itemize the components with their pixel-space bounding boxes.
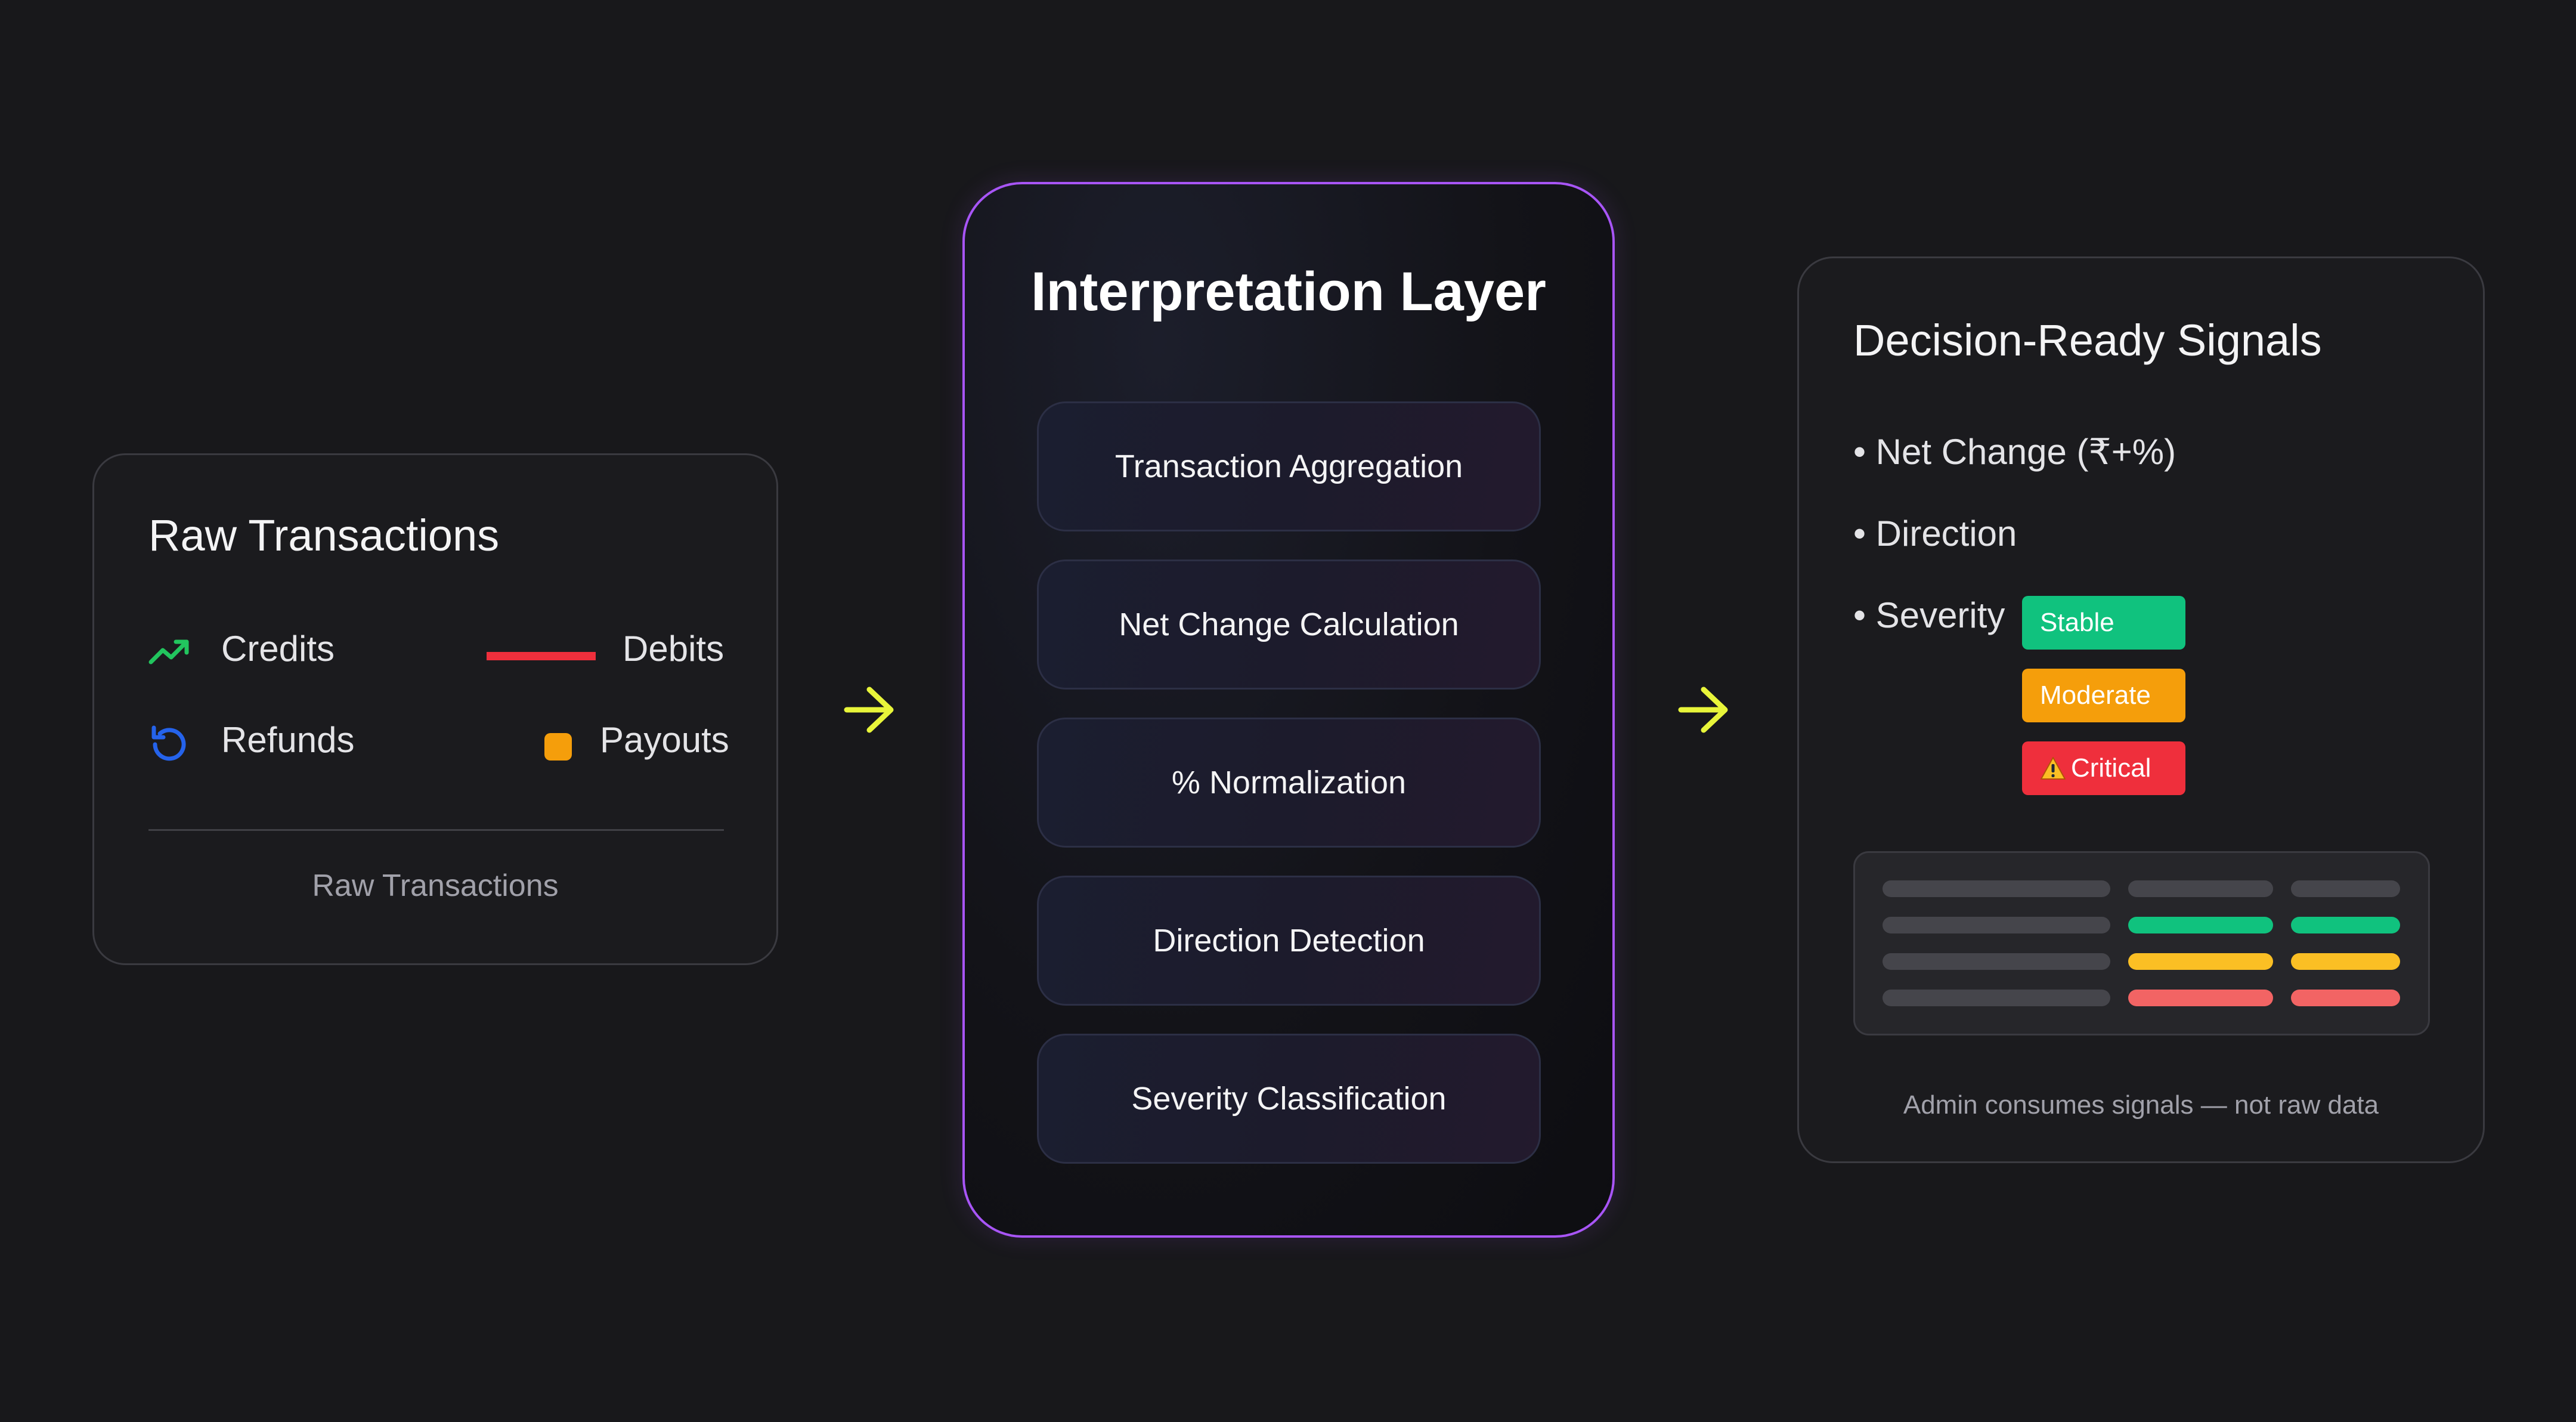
table-row-1-col-2 bbox=[2128, 880, 2273, 897]
signals-table-preview bbox=[1853, 851, 2430, 1035]
arrow-right-icon bbox=[1678, 687, 1728, 733]
legend-debits-label: Debits bbox=[623, 629, 724, 669]
badge-stable-label: Stable bbox=[2040, 608, 2114, 637]
divider bbox=[148, 829, 724, 831]
signals-caption: Admin consumes signals — not raw data bbox=[1903, 1090, 2379, 1120]
legend-payouts-label: Payouts bbox=[600, 720, 729, 760]
bullet-direction: • Direction bbox=[1853, 514, 2017, 554]
table-row-1-col-1 bbox=[1883, 880, 2110, 897]
arrow-right-icon bbox=[844, 687, 894, 733]
bullet-net-change: • Net Change (₹+%) bbox=[1853, 432, 2176, 472]
badge-critical: Critical bbox=[2022, 741, 2185, 795]
raw-transactions-caption: Raw Transactions bbox=[312, 868, 559, 903]
step-percent-normalization: % Normalization bbox=[1037, 718, 1541, 848]
badge-stable: Stable bbox=[2022, 596, 2185, 650]
red-line-icon bbox=[487, 652, 596, 660]
badge-moderate: Moderate bbox=[2022, 669, 2185, 722]
raw-transactions-title: Raw Transactions bbox=[148, 511, 500, 560]
interpretation-layer-title: Interpretation Layer bbox=[1031, 261, 1546, 322]
table-row-4-col-2 bbox=[2128, 990, 2273, 1006]
table-row-3-col-2 bbox=[2128, 953, 2273, 970]
legend-refunds-label: Refunds bbox=[221, 720, 355, 760]
step-direction-detection: Direction Detection bbox=[1037, 876, 1541, 1006]
table-row-2-col-2 bbox=[2128, 917, 2273, 933]
badge-critical-label: Critical bbox=[2071, 753, 2151, 783]
table-row-3-col-3 bbox=[2291, 953, 2400, 970]
step-severity-classification: Severity Classification bbox=[1037, 1034, 1541, 1164]
step-transaction-aggregation: Transaction Aggregation bbox=[1037, 401, 1541, 531]
badge-moderate-label: Moderate bbox=[2040, 681, 2151, 710]
table-row-2-col-3 bbox=[2291, 917, 2400, 933]
decision-ready-signals-card: Decision-Ready Signals • Net Change (₹+%… bbox=[1797, 256, 2485, 1163]
decision-ready-signals-title: Decision-Ready Signals bbox=[1853, 316, 2322, 365]
table-row-4-col-3 bbox=[2291, 990, 2400, 1006]
interpretation-layer-card: Interpretation Layer Transaction Aggrega… bbox=[962, 182, 1615, 1238]
step-net-change-calculation: Net Change Calculation bbox=[1037, 559, 1541, 690]
table-row-1-col-3 bbox=[2291, 880, 2400, 897]
table-row-3-col-1 bbox=[1883, 953, 2110, 970]
table-row-4-col-1 bbox=[1883, 990, 2110, 1006]
warning-icon bbox=[2041, 757, 2066, 780]
orange-square-icon bbox=[544, 733, 572, 761]
raw-transactions-card: Raw Transactions Credits Debits Refunds … bbox=[92, 453, 778, 965]
legend-credits-label: Credits bbox=[221, 629, 335, 669]
refresh-icon bbox=[151, 725, 186, 761]
bullet-severity: • Severity bbox=[1853, 595, 2005, 635]
table-row-2-col-1 bbox=[1883, 917, 2110, 933]
trend-up-icon bbox=[148, 639, 189, 664]
